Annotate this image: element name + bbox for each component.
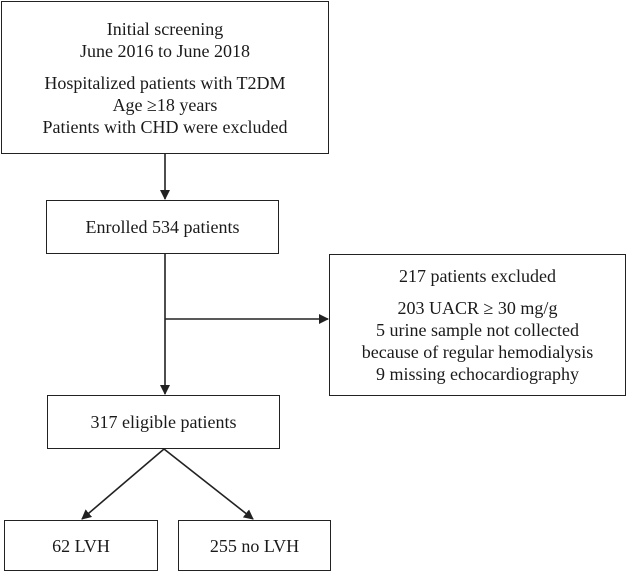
excluded-reason-hemodialysis: because of regular hemodialysis [361,342,594,362]
enrolled-label: Enrolled 534 patients [85,217,240,237]
arrow-eligible-to-no-lvh [163,448,254,520]
excluded-title: 217 patients excluded [399,266,556,286]
eligible-label: 317 eligible patients [90,412,237,432]
initial-screening-box: Initial screening June 2016 to June 2018… [1,1,329,154]
arrow-eligible-to-lvh [81,448,165,520]
excluded-reason-echo: 9 missing echocardiography [376,364,579,384]
screening-criterion-t2dm: Hospitalized patients with T2DM [44,72,286,93]
screening-period: June 2016 to June 2018 [80,40,250,61]
screening-criterion-chd: Patients with CHD were excluded [42,116,288,137]
excluded-reason-urine: 5 urine sample not collected [376,320,579,340]
eligible-box: 317 eligible patients [47,395,280,449]
no-lvh-box: 255 no LVH [178,520,331,571]
enrolled-box: Enrolled 534 patients [46,200,279,254]
excluded-reason-uacr: 203 UACR ≥ 30 mg/g [397,298,558,318]
lvh-box: 62 LVH [4,520,158,571]
excluded-box: 217 patients excluded 203 UACR ≥ 30 mg/g… [329,254,626,396]
lvh-label: 62 LVH [52,535,110,556]
no-lvh-label: 255 no LVH [209,535,300,556]
screening-title: Initial screening [106,18,224,39]
screening-criterion-age: Age ≥18 years [112,94,218,115]
